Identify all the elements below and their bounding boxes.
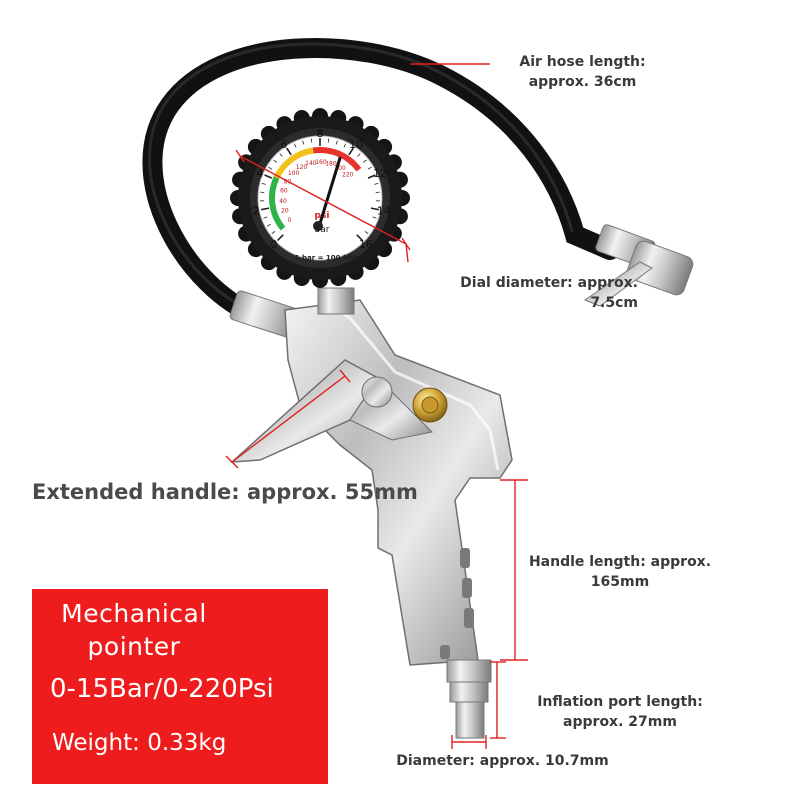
gauge-bar-label: 10 — [349, 138, 363, 151]
gauge-tick — [302, 140, 305, 145]
gauge-tick — [271, 231, 276, 235]
gauge-tick — [286, 147, 292, 156]
gauge-tick — [327, 138, 330, 143]
promo-title: Mechanical pointer — [61, 599, 207, 661]
gauge-psi-label: 60 — [280, 188, 288, 195]
gauge-psi-label: 20 — [281, 208, 289, 215]
gauge-psi-label: 40 — [279, 198, 287, 205]
gauge-psi-label: 120 — [296, 164, 308, 171]
gauge-tick — [260, 207, 270, 211]
gauge-bar-label: 16 — [359, 238, 373, 251]
gauge-bar-label: 14 — [377, 205, 391, 218]
gauge-tick — [372, 216, 377, 219]
gauge-tick — [363, 159, 367, 163]
gauge-tick — [268, 166, 273, 170]
gauge-tick — [356, 234, 363, 241]
gauge-bar-label: 0 — [271, 238, 278, 251]
gun-body — [229, 287, 513, 666]
dial-leader-line — [405, 243, 409, 263]
dial-diameter-line — [239, 155, 407, 245]
promo-panel: Mechanical pointer 0-15Bar/0-220Psi Weig… — [32, 589, 328, 784]
gauge-tick — [266, 224, 271, 227]
gauge-bar-unit: bar — [315, 225, 330, 235]
gauge-tick — [343, 143, 347, 148]
extended-handle-line — [231, 375, 346, 463]
gauge-tick — [364, 231, 369, 235]
gauge-tick — [374, 183, 379, 185]
gauge-tick — [310, 138, 313, 143]
air-chuck — [583, 224, 694, 307]
hose-length-label: Air hose length: approx. 36cm — [519, 54, 646, 90]
gauge-tick — [279, 153, 283, 157]
gauge-tick — [367, 174, 376, 179]
gauge-zone-green — [269, 176, 286, 231]
extended-handle-label: Extended handle: approx. 55mm — [32, 480, 418, 504]
gauge-psi-label: 200 — [334, 165, 346, 172]
gauge-tick — [293, 143, 297, 148]
gauge-zone-yellow — [273, 147, 314, 179]
promo-range: 0-15Bar/0-220Psi — [50, 674, 274, 704]
gauge-psi-label: 180 — [325, 161, 337, 168]
gauge-bar-label: 12 — [373, 167, 387, 180]
gauge-needle — [316, 156, 342, 232]
gauge-psi-label: 140 — [305, 160, 317, 167]
gauge-tick — [261, 183, 266, 185]
gauge-tick — [335, 140, 338, 145]
gauge-tick — [277, 234, 284, 241]
handle-length-label: Handle length: approx. 165mm — [528, 554, 712, 590]
gauge-tick — [263, 216, 268, 219]
gauge-bar-label: 4 — [256, 167, 263, 180]
promo-weight: Weight: 0.33kg — [52, 730, 227, 756]
gauge-psi-label: 220 — [342, 172, 354, 179]
gauge-tick — [264, 174, 273, 179]
gauge-psi-label: 100 — [288, 170, 300, 177]
annotations — [225, 63, 528, 749]
gauge-tick — [273, 159, 277, 163]
dial-diameter-label: Dial diameter: approx. 7.5cm — [460, 275, 638, 311]
gauge-bar-label: 8 — [317, 127, 324, 140]
gauge-psi-label: 0 — [287, 217, 291, 224]
gauge-bar-label: 2 — [253, 205, 260, 218]
port-length-label: Inflation port length: approx. 27mm — [537, 694, 703, 730]
gauge-bar-label: 6 — [280, 138, 287, 151]
gauge-tick — [348, 147, 354, 156]
gauge-tick — [367, 166, 372, 170]
inflation-port — [446, 659, 492, 739]
diameter-label: Diameter: approx. 10.7mm — [396, 753, 609, 769]
gauge-tick — [357, 153, 361, 157]
gauge-tick — [370, 207, 380, 211]
gauge-psi-label: 160 — [315, 159, 327, 166]
gauge-conversion: 1 bar = 100 kPa — [295, 254, 358, 262]
gauge-zone-red — [312, 147, 362, 172]
